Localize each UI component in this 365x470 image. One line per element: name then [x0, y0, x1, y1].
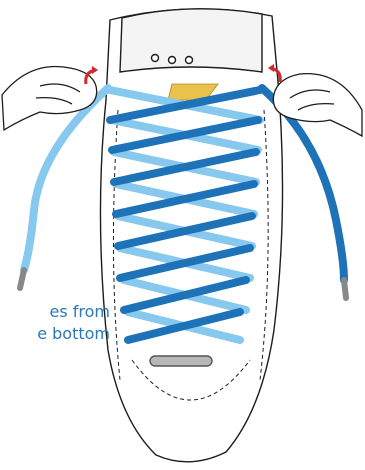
hand-left: [2, 67, 97, 130]
caption-line-1: es from: [0, 302, 110, 322]
toe-bar: [150, 356, 212, 366]
hand-right: [273, 74, 362, 136]
loose-lace-left: [24, 88, 108, 270]
caption-line-2: e bottom: [0, 324, 110, 344]
lace-tip-left: [20, 270, 24, 288]
lace-tip-right: [344, 280, 346, 298]
top-eyelet-3: [186, 57, 193, 64]
top-eyelet-1: [152, 55, 159, 62]
top-eyelet-2: [169, 57, 176, 64]
